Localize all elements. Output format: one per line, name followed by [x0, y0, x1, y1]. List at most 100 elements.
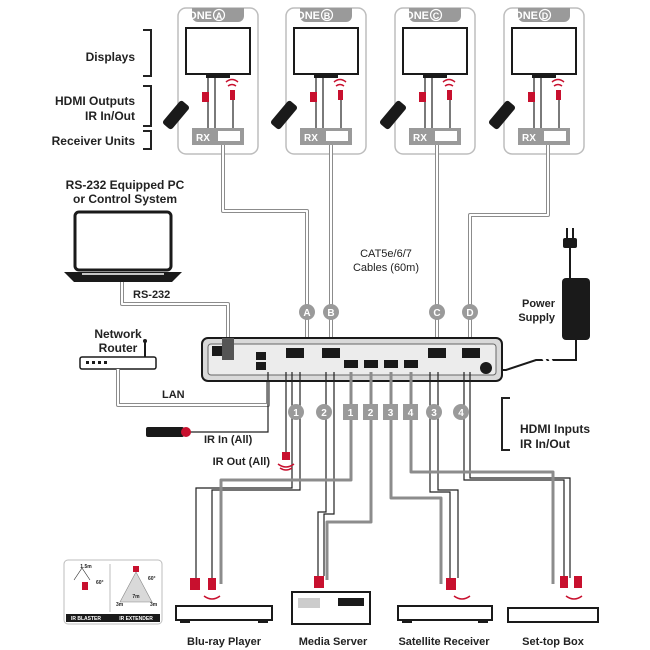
svg-text:D: D	[466, 308, 473, 319]
source-label-satellite: Satellite Receiver	[398, 636, 490, 648]
hdmi-cable-3	[389, 372, 443, 584]
hdmi-in-badge-2: 2	[363, 404, 378, 420]
display	[511, 27, 577, 75]
zone-label: ZONE	[507, 10, 538, 22]
ir-port	[256, 362, 266, 370]
remote-icon	[270, 100, 298, 130]
legend-ir-extender: IR EXTENDER	[119, 616, 153, 622]
ir-badge-3: 3	[426, 404, 442, 420]
hdmi-out-wire	[315, 78, 324, 128]
ir-signal-icon	[551, 78, 565, 87]
svg-text:2: 2	[321, 408, 327, 419]
displays-bracket	[143, 29, 152, 77]
rx-label: RX	[413, 133, 427, 144]
zone-letter: B	[324, 11, 331, 21]
ir-signal-icon	[442, 78, 456, 87]
zone-letter-ring	[429, 8, 443, 22]
svg-text:1: 1	[293, 408, 299, 419]
display-stand	[532, 74, 556, 78]
source-label-blu-ray: Blu-ray Player	[187, 636, 262, 648]
receiver-units-label: Receiver Units	[52, 134, 136, 148]
hdbaset-port-a	[286, 348, 304, 358]
cable-label-line2: Cables (60m)	[353, 262, 419, 274]
hdmi-in-badge-1: 1	[343, 404, 358, 420]
cat-badge-b: B	[323, 304, 339, 320]
ir-in-all-label: IR In (All)	[204, 434, 253, 446]
zone-label: ZONE	[289, 10, 320, 22]
ir-receiver-icon	[146, 427, 191, 437]
displays-label: Displays	[86, 50, 136, 64]
lan-label: LAN	[162, 389, 185, 401]
ir-extender	[230, 90, 235, 100]
cat-badge-c: C	[429, 304, 445, 320]
ir-in-out-label: IR In/Out	[85, 109, 135, 123]
zone-label: ZONE	[181, 10, 212, 22]
ir-badge-1: 1	[288, 404, 304, 420]
hdmi-in-port-1	[344, 360, 358, 368]
dc-power-port	[480, 362, 492, 374]
hdmi-cable-4	[409, 372, 555, 584]
zone-letter-ring	[212, 8, 226, 22]
rx-ports	[218, 131, 240, 141]
blu-ray-player-icon	[175, 605, 273, 621]
rx-label: RX	[522, 133, 536, 144]
ir-emitter	[314, 576, 324, 588]
source-label-set-top-box: Set-top Box	[522, 636, 585, 648]
display-stand	[314, 74, 338, 78]
zone-tab	[518, 8, 570, 22]
receiver-bracket	[143, 130, 152, 150]
rx-ports	[326, 131, 348, 141]
legend-ext-left: 3m	[116, 602, 124, 608]
ir-in-all-cable	[188, 372, 269, 433]
pc-label-line1: RS-232 Equipped PC	[66, 178, 185, 192]
router-label-line1: Network	[94, 327, 142, 341]
ir-cable-3	[429, 372, 451, 578]
ir-cable-4	[463, 372, 565, 578]
cat-badge-a: A	[299, 304, 315, 320]
hdmi-in-badge-4: 4	[403, 404, 418, 420]
zone-letter: D	[542, 11, 549, 21]
power-supply-line1: Power	[522, 298, 556, 310]
svg-text:4: 4	[458, 408, 464, 419]
source-satellite	[397, 578, 493, 623]
set-top-box-icon	[507, 607, 599, 623]
zone-a: ZONE A RX	[162, 7, 259, 155]
zone-d: ZONE D RX	[488, 7, 585, 155]
hdmi-inputs-bracket	[501, 397, 510, 451]
ir-cable-2	[317, 372, 327, 576]
ir-emitter	[574, 576, 582, 588]
svg-text:2: 2	[368, 408, 374, 419]
ir-signal-icon	[333, 78, 347, 87]
zone-c: ZONE C RX	[379, 7, 476, 155]
lan-port	[256, 352, 266, 360]
svg-text:C: C	[433, 308, 440, 319]
svg-text:1: 1	[348, 408, 354, 419]
hdmi-inputs-ir-label: IR In/Out	[520, 437, 570, 451]
zone-letter: C	[433, 11, 440, 21]
hdmi-outputs-label: HDMI Outputs	[55, 94, 135, 108]
ir-emitter	[560, 576, 568, 588]
rs232-connector	[222, 338, 234, 360]
display-stand	[206, 74, 230, 78]
rx-ports	[435, 131, 457, 141]
ir-emitter	[446, 578, 456, 590]
legend-ext-dist: 7m	[132, 594, 140, 600]
hdmi-cable-2	[325, 372, 373, 580]
zone-letter: A	[216, 11, 223, 21]
legend-ext-right: 3m	[150, 602, 158, 608]
hdmi-in-badge-3: 3	[383, 404, 398, 420]
power-supply-line2: Supply	[518, 312, 556, 324]
legend-ir-blaster: IR BLASTER	[71, 616, 101, 622]
display	[402, 27, 468, 75]
ir-out-all-label: IR Out (All)	[213, 456, 271, 468]
rx-ports	[544, 131, 566, 141]
source-cables	[188, 372, 571, 584]
hdmi-out-wire	[533, 78, 542, 128]
ir-badge-2: 2	[316, 404, 332, 420]
laptop-icon	[64, 210, 182, 282]
hdmi-outputs-bracket	[143, 85, 152, 127]
zone-letter-ring	[320, 8, 334, 22]
cat-cable-a	[221, 145, 309, 341]
svg-text:4: 4	[408, 408, 414, 419]
remote-icon	[379, 100, 407, 130]
